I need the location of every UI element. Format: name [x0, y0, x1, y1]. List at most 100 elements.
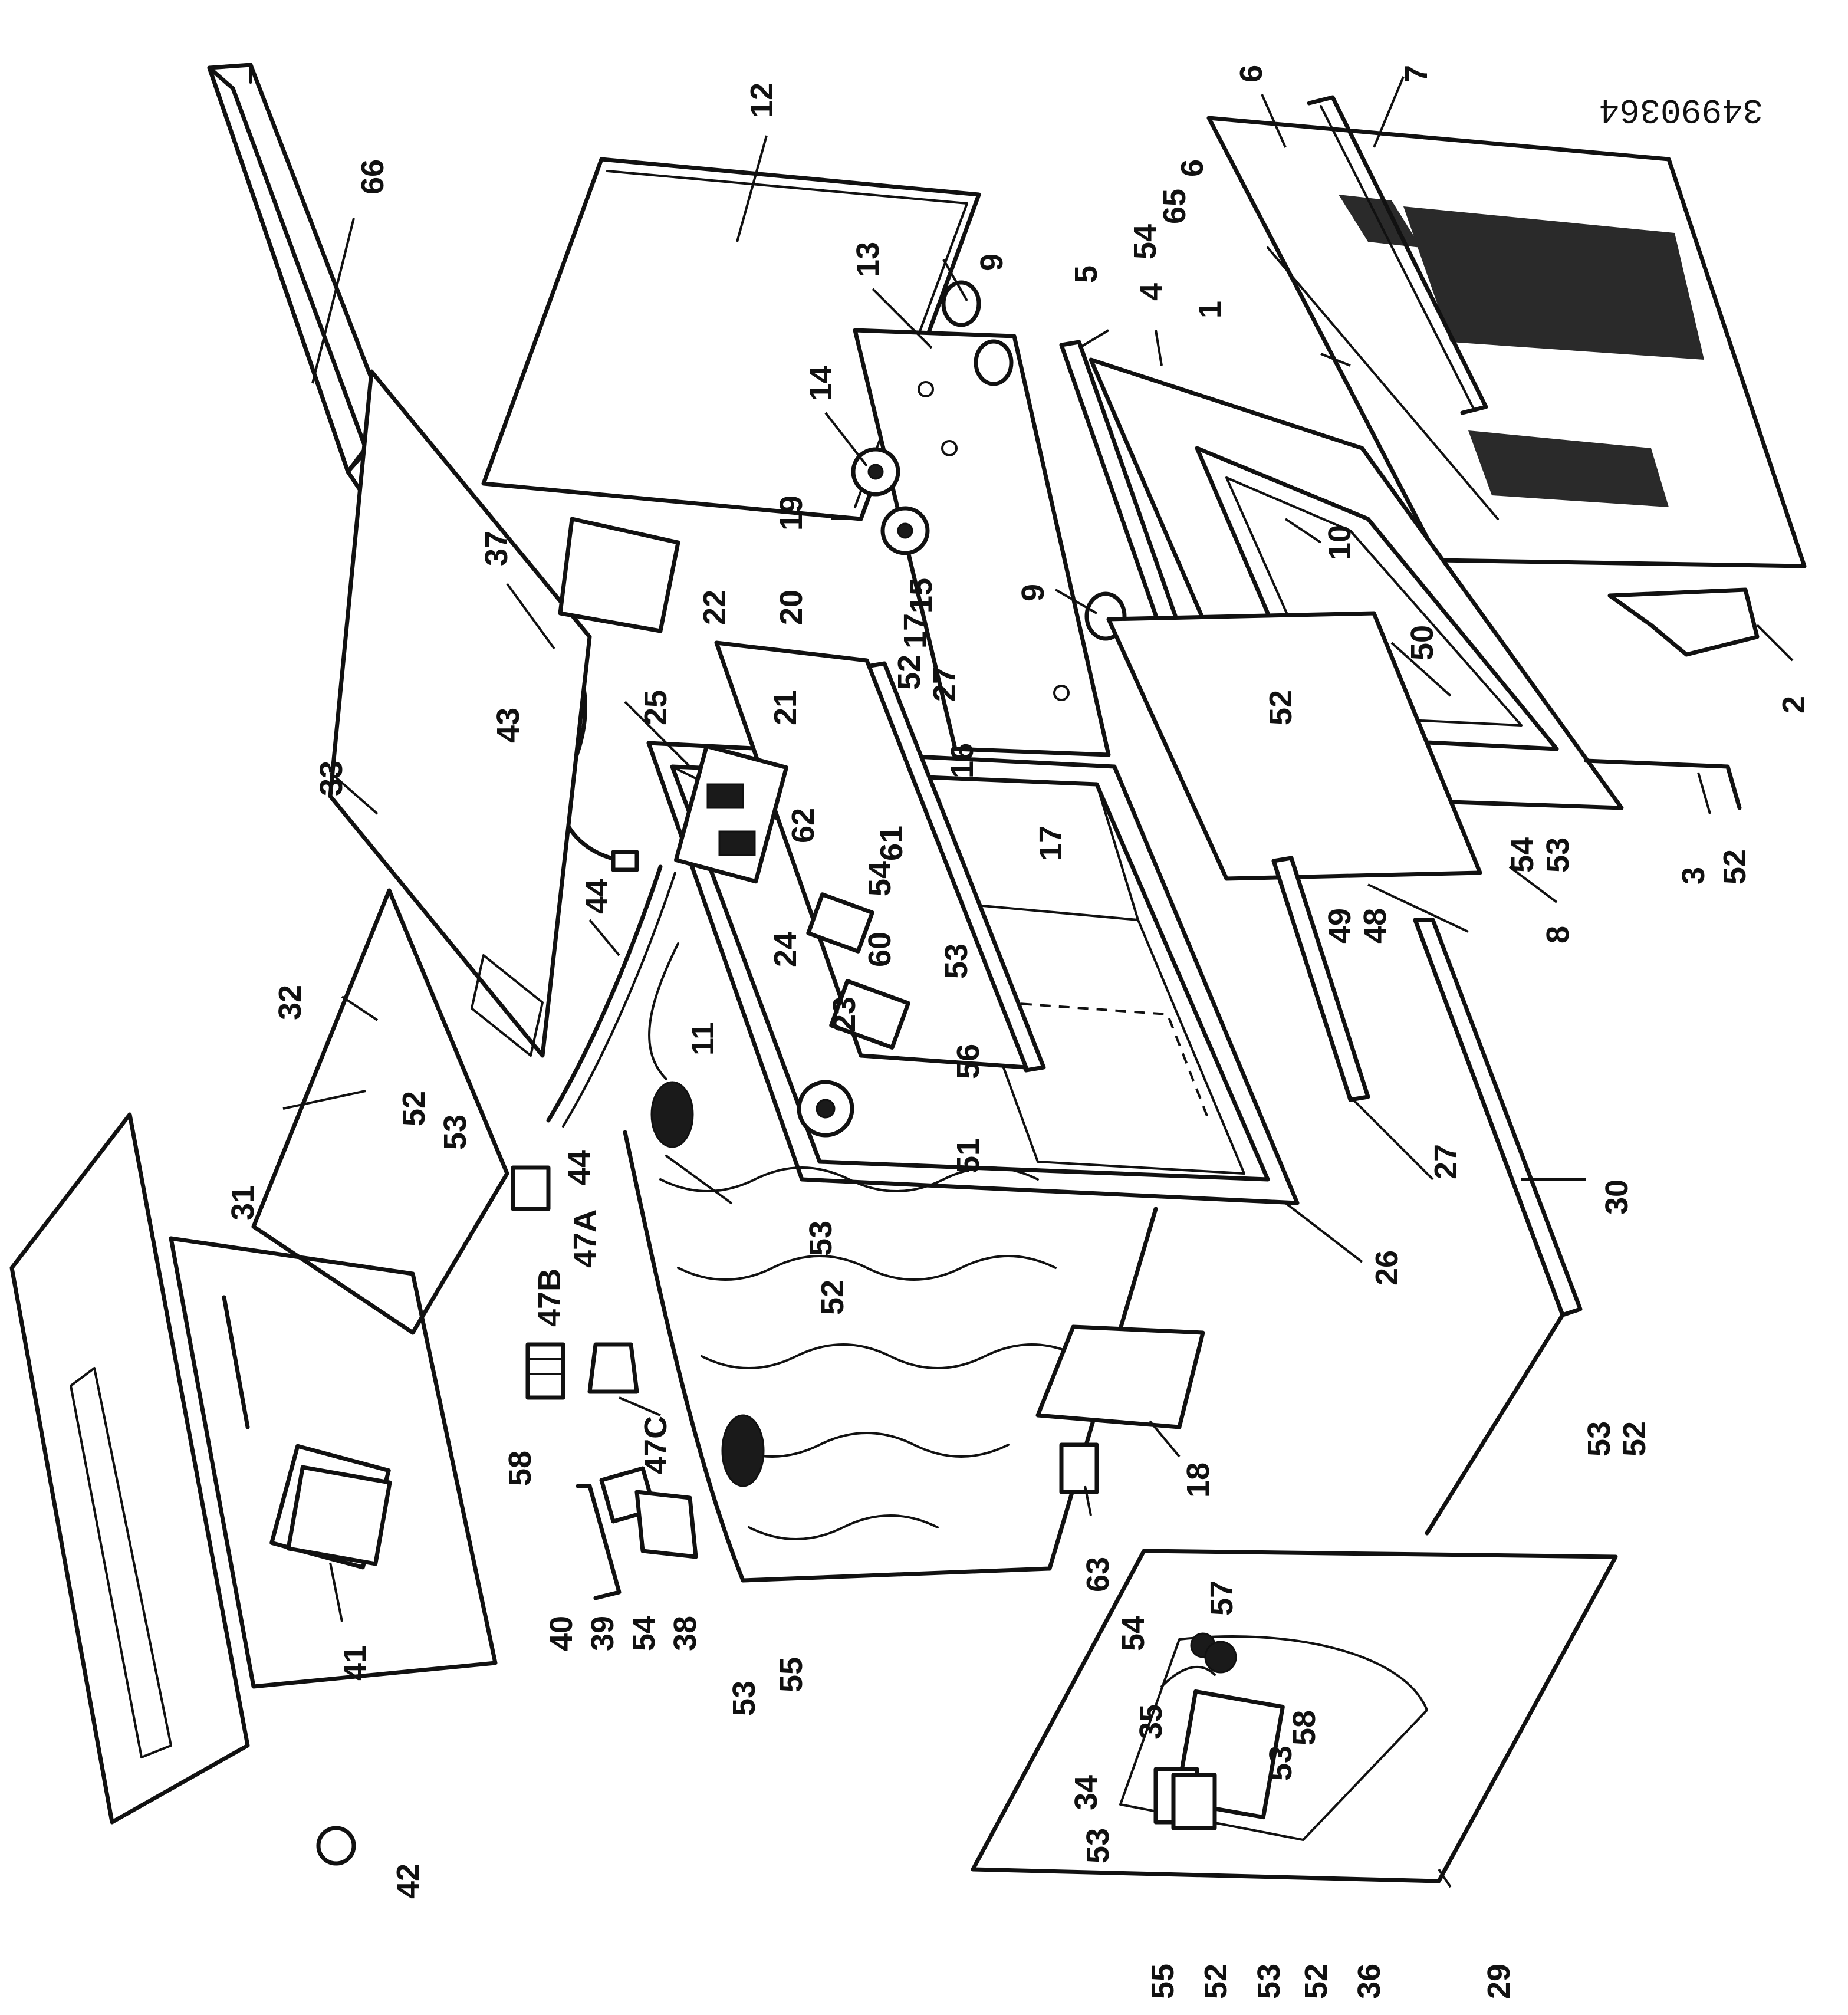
callout-23: 23 [827, 997, 862, 1032]
part-25-gas-valve [674, 744, 788, 884]
callout-52f: 52 [396, 1091, 432, 1126]
part-47A-fitting [511, 1165, 551, 1211]
part-7-door-handle [1307, 95, 1488, 415]
callout-29: 29 [1481, 1964, 1517, 1999]
callout-33: 33 [314, 761, 349, 796]
callout-52h: 52 [1298, 1964, 1334, 1999]
callout-48: 48 [1357, 908, 1393, 944]
part-63-latch [1059, 1442, 1099, 1494]
callout-47A: 47A [567, 1209, 603, 1268]
callout-44a: 44 [579, 879, 614, 914]
callout-27a: 27 [927, 666, 962, 702]
part-30-bottom-panel [1413, 918, 1583, 1536]
callout-38: 38 [667, 1616, 703, 1651]
callout-34: 34 [1068, 1775, 1104, 1810]
callout-53b: 53 [1540, 837, 1576, 873]
part-57-connector [1204, 1641, 1237, 1674]
callout-9a: 9 [974, 254, 1010, 271]
callout-labels: 66 12 13 14 19 9 9 15 17 52 20 22 21 25 … [225, 65, 1811, 1999]
callout-53g: 53 [1263, 1746, 1298, 1781]
callout-49: 49 [1322, 908, 1357, 944]
callout-4: 4 [1133, 283, 1169, 301]
part-47B-nozzle [525, 1342, 565, 1400]
callout-19: 19 [774, 495, 809, 531]
part-27-side-rail-lower [1271, 856, 1370, 1102]
callout-53e: 53 [438, 1115, 473, 1150]
callout-56: 56 [951, 1044, 986, 1079]
callout-52g: 52 [1198, 1964, 1234, 1999]
part-44-gas-pipe-long [546, 864, 676, 1128]
callout-52a: 52 [892, 655, 927, 690]
callout-53f: 53 [726, 1681, 762, 1716]
callout-27b: 27 [1428, 1144, 1464, 1179]
callout-41: 41 [337, 1645, 373, 1681]
callout-16: 16 [945, 743, 980, 778]
callout-25: 25 [638, 690, 673, 725]
callout-54b: 54 [1127, 224, 1163, 259]
part-40-lever [576, 1484, 622, 1600]
callout-17a: 17 [897, 613, 933, 649]
part-41-control-assembly [286, 1465, 392, 1566]
callout-55b: 55 [1145, 1964, 1181, 1999]
callout-18: 18 [1181, 1462, 1216, 1498]
callout-47B: 47B [532, 1268, 567, 1327]
callout-54a: 54 [862, 861, 897, 896]
part-35-wire [1160, 1666, 1216, 1688]
callout-47C: 47C [638, 1416, 673, 1474]
callout-50: 50 [1405, 625, 1440, 660]
callout-52d: 52 [1617, 1421, 1652, 1457]
callout-1: 1 [1192, 301, 1228, 318]
callout-54d: 54 [626, 1616, 662, 1651]
document-id: 34990364 [1599, 90, 1763, 128]
part-23-burner [797, 1080, 854, 1138]
part-32-side-panel-middle [251, 888, 509, 1335]
callout-60: 60 [862, 932, 897, 967]
callout-31: 31 [225, 1185, 261, 1221]
callout-58b: 58 [1287, 1710, 1322, 1746]
callout-14: 14 [803, 366, 838, 401]
callout-53h: 53 [1080, 1828, 1116, 1863]
callout-22: 22 [697, 590, 732, 625]
callout-21: 21 [768, 690, 803, 725]
callout-12: 12 [744, 83, 780, 118]
part-22-control-tray [714, 640, 1028, 1070]
callout-53i: 53 [1251, 1964, 1287, 1999]
callout-30: 30 [1599, 1179, 1635, 1215]
callout-9b: 9 [1015, 584, 1051, 601]
part-47C-injector [587, 1342, 639, 1394]
callout-62: 62 [785, 808, 821, 843]
part-12-side-panel [481, 157, 981, 521]
callout-65: 65 [1157, 189, 1192, 224]
callout-53a: 53 [939, 944, 974, 979]
callout-44b: 44 [561, 1150, 597, 1185]
callout-42: 42 [390, 1863, 426, 1899]
part-2-door-hinge [1607, 587, 1760, 657]
callout-6b: 6 [1234, 65, 1269, 83]
callout-15: 15 [903, 578, 939, 613]
callout-40: 40 [544, 1616, 579, 1651]
callout-10: 10 [1322, 525, 1357, 560]
part-18-rear-bracket [1035, 1324, 1205, 1429]
callout-8: 8 [1540, 926, 1576, 944]
part-1-outer-door-glass [1206, 116, 1807, 568]
callout-61: 61 [874, 826, 909, 861]
leader-lines [282, 76, 1794, 1888]
part-66-trim-strip [207, 63, 392, 492]
callout-24: 24 [768, 932, 803, 967]
callout-39: 39 [585, 1616, 620, 1651]
callout-43: 43 [491, 708, 526, 743]
part-13-control-fascia [853, 328, 1111, 757]
callout-7: 7 [1399, 65, 1434, 83]
callout-58a: 58 [502, 1451, 538, 1486]
part-11-thermocouple [648, 942, 732, 1204]
part-3-door-bottom-strip [1584, 758, 1742, 810]
callout-66: 66 [355, 159, 390, 195]
callout-11: 11 [685, 1022, 721, 1056]
callout-26: 26 [1369, 1250, 1405, 1286]
part-37-bracket [558, 517, 680, 633]
oven-insulation-wrap [623, 1130, 1158, 1583]
callout-51: 51 [951, 1138, 986, 1174]
callout-52e: 52 [815, 1280, 850, 1315]
callout-54c: 54 [1505, 837, 1540, 873]
